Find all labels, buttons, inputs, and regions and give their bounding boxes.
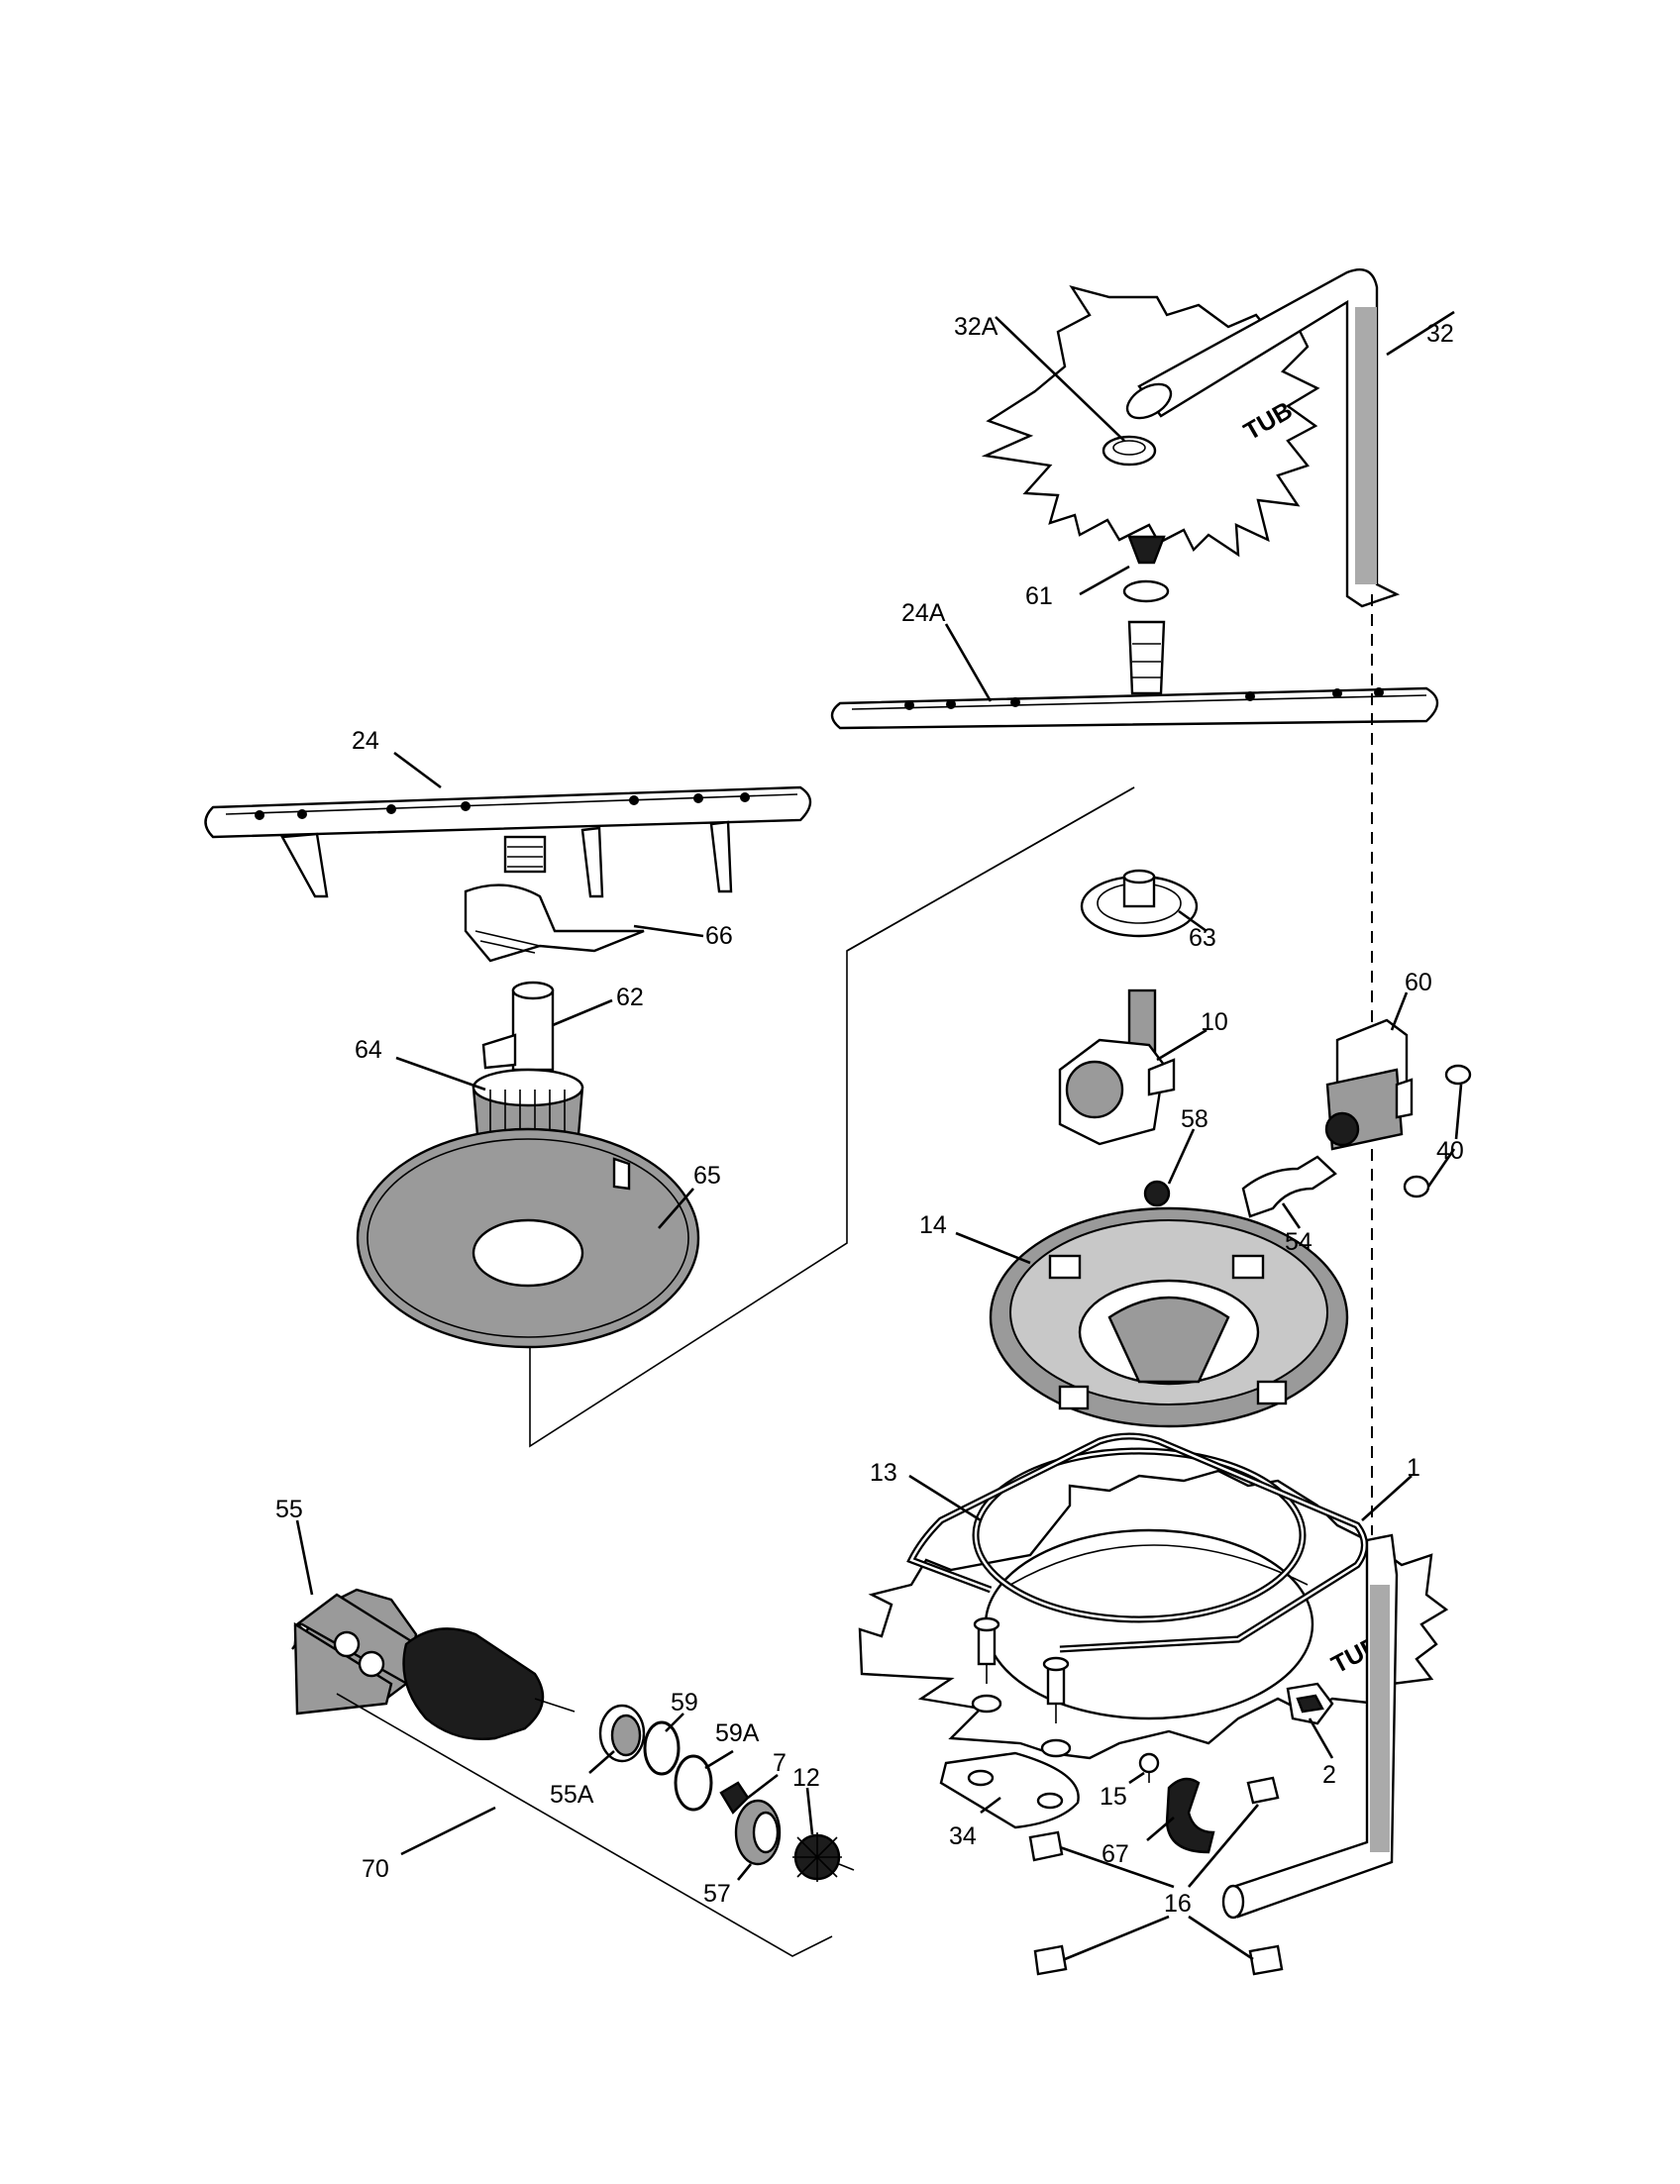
part-40-clamp-lower <box>1403 1175 1430 1198</box>
drain-tube <box>1221 1533 1399 1920</box>
callout-60: 60 <box>1405 969 1432 996</box>
callout-70: 70 <box>362 1855 389 1883</box>
callout-59A: 59A <box>715 1719 760 1747</box>
motor-assembly-bracket <box>336 1693 833 1957</box>
part-63-seal <box>1080 869 1199 938</box>
part-34-plate <box>939 1751 1080 1829</box>
part-62-tube <box>481 981 555 1072</box>
callout-24: 24 <box>352 727 379 755</box>
part-65-screen <box>356 1127 700 1349</box>
part-40-clamp-upper <box>1444 1064 1472 1086</box>
part-67-hose <box>1165 1777 1215 1854</box>
callout-7: 7 <box>773 1749 787 1777</box>
callout-12: 12 <box>792 1764 820 1792</box>
part-58-ball <box>1143 1180 1171 1207</box>
callout-labels: 32A 32 61 24A 24 66 62 64 65 63 10 58 60… <box>275 313 1464 1918</box>
part-2-bracket <box>1286 1682 1334 1725</box>
callout-66: 66 <box>705 922 733 950</box>
callout-54: 54 <box>1285 1228 1312 1256</box>
part-61-nut <box>1122 535 1170 603</box>
callout-55A: 55A <box>550 1781 594 1809</box>
callout-34: 34 <box>949 1822 977 1850</box>
callout-16: 16 <box>1164 1890 1192 1918</box>
callout-55: 55 <box>275 1496 303 1523</box>
callout-14: 14 <box>919 1211 947 1239</box>
callout-63: 63 <box>1189 924 1216 952</box>
part-55A-fitting <box>598 1704 646 1763</box>
part-15 <box>1138 1752 1160 1783</box>
callout-61: 61 <box>1025 582 1053 610</box>
supply-tube-32 <box>1125 267 1401 608</box>
part-12-chopper <box>792 1832 855 1882</box>
part-59-ring <box>643 1720 681 1776</box>
callout-58: 58 <box>1181 1105 1208 1133</box>
part-60-valve <box>1324 1018 1414 1151</box>
callout-32A: 32A <box>954 313 998 341</box>
leader-lines <box>295 310 1463 1961</box>
assembly-outline-upper <box>846 786 1135 952</box>
callout-40: 40 <box>1436 1137 1464 1165</box>
callout-2: 2 <box>1322 1761 1336 1789</box>
callout-10: 10 <box>1201 1008 1228 1036</box>
part-66-clip <box>464 884 645 963</box>
callout-67: 67 <box>1102 1840 1129 1868</box>
part-59A-ring <box>674 1754 713 1812</box>
callout-13: 13 <box>870 1459 897 1487</box>
part-57-impeller <box>734 1799 782 1866</box>
callout-15: 15 <box>1100 1783 1127 1811</box>
callout-65: 65 <box>693 1162 721 1190</box>
part-10-housing <box>1058 988 1176 1146</box>
part-54-hose <box>1241 1155 1337 1218</box>
callout-64: 64 <box>355 1036 382 1064</box>
lower-spray-arm-24 <box>204 785 812 898</box>
callout-59: 59 <box>671 1689 698 1716</box>
part-32A-ring <box>1102 435 1157 467</box>
callout-32: 32 <box>1426 320 1454 348</box>
part-14-sump <box>989 1206 1349 1428</box>
part-55-mount <box>291 1588 418 1716</box>
motor-body <box>402 1627 576 1740</box>
callout-57: 57 <box>703 1880 731 1908</box>
upper-spray-arm-24A <box>830 620 1439 730</box>
part-16-clips <box>1028 1776 1284 1976</box>
callout-1: 1 <box>1407 1454 1420 1482</box>
callout-24A: 24A <box>901 599 946 627</box>
heater-terminals <box>971 1616 1072 1758</box>
callout-62: 62 <box>616 984 644 1011</box>
